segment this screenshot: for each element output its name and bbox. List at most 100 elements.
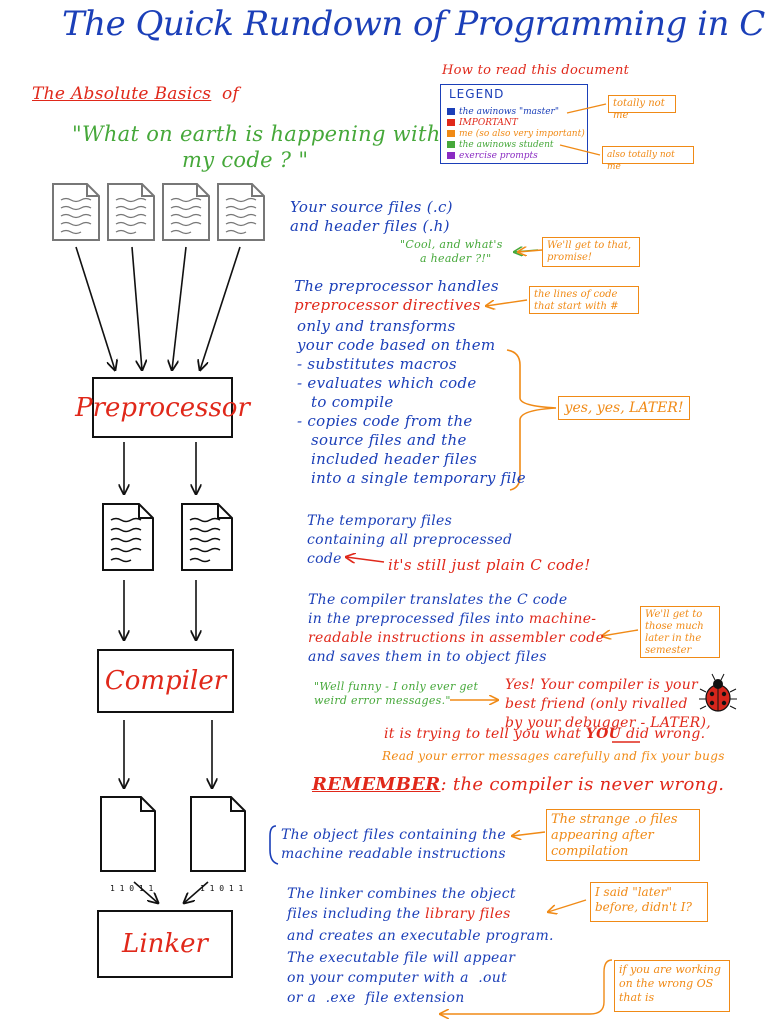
legend-row-exercise: exercise prompts bbox=[447, 151, 538, 161]
text-line: - evaluates which code bbox=[297, 374, 477, 392]
note-o-files: The strange .o files appearing after com… bbox=[546, 809, 700, 861]
linker-line1: The linker combines the object bbox=[287, 886, 516, 902]
question-header: "Cool, and what's a header ?!" bbox=[400, 238, 503, 266]
legend-label: the awinows student bbox=[459, 140, 554, 150]
compiler-line2: in the preprocessed files into machine- bbox=[308, 611, 596, 627]
text-line: included header files bbox=[311, 450, 478, 468]
text-part: it is trying to tell you what bbox=[384, 726, 582, 742]
binary-line: 1 1 0 1 1 bbox=[110, 884, 154, 893]
text-line: Your source files (.c) bbox=[290, 198, 453, 216]
text-line: and header files (.h) bbox=[290, 217, 450, 235]
text-line: - copies code from the bbox=[297, 412, 473, 430]
text-line: Yes! Your compiler is your bbox=[505, 677, 699, 693]
linker-line3: and creates an executable program. bbox=[287, 928, 554, 944]
binary-line: 1 1 1 0 0 bbox=[200, 827, 244, 836]
object-file-1-text: 0 1 0 1 1 1 1 1 0 0 0 1 0 0 1 1 0 0 1 1 … bbox=[110, 803, 153, 898]
linker-line4: The executable file will appear bbox=[287, 950, 516, 966]
note-wrong-os: if you are working on the wrong OS that … bbox=[614, 960, 730, 1012]
subtitle-quote-line2: my code ? " bbox=[182, 148, 309, 172]
linker-line2: files including the library files bbox=[287, 906, 511, 922]
remember-line: REMEMBER: the compiler is never wrong. bbox=[312, 774, 724, 795]
text-line: The temporary files bbox=[307, 513, 453, 529]
compiler-label: Compiler bbox=[104, 666, 227, 696]
legend-heading: How to read this document bbox=[442, 63, 630, 78]
text-line: machine readable instructions bbox=[281, 846, 506, 862]
legend-swatch-red bbox=[447, 119, 455, 126]
binary-line: 1 0 0 1 1 bbox=[200, 846, 244, 855]
linker-line5: on your computer with a .out bbox=[287, 970, 507, 986]
text-line: code bbox=[307, 551, 342, 567]
subtitle-basics: The Absolute Basics bbox=[32, 84, 212, 104]
temp-text: The temporary files containing all prepr… bbox=[307, 512, 512, 569]
subtitle-quote-line1: "What on earth is happening with bbox=[72, 122, 441, 146]
legend-title: LEGEND bbox=[449, 87, 505, 101]
note-totally-not-me: totally not me bbox=[608, 95, 676, 121]
legend-row-me: me (so also very important) bbox=[447, 129, 585, 139]
text-line: your code based on them bbox=[297, 336, 496, 354]
preproc-line1: The preprocessor handles bbox=[294, 277, 499, 295]
preprocessor-label: Preprocessor bbox=[75, 392, 250, 423]
text-part: machine- bbox=[528, 611, 597, 627]
text-line: - substitutes macros bbox=[297, 355, 457, 373]
text-part-you: YOU bbox=[585, 726, 622, 742]
binary-line: 1 0 0 1 1 bbox=[110, 865, 154, 874]
compiler-answer: Yes! Your compiler is your best friend (… bbox=[505, 676, 711, 733]
legend-swatch-green bbox=[447, 141, 455, 148]
text-line: source files and the bbox=[311, 431, 467, 449]
temp-remark: it's still just plain C code! bbox=[388, 556, 591, 574]
compiler-line4: and saves them in to object files bbox=[308, 649, 547, 665]
binary-line: 1 1 0 1 1 bbox=[200, 884, 244, 893]
legend-row-important: IMPORTANT bbox=[447, 118, 518, 128]
note-also-totally-not-me: also totally not me bbox=[602, 146, 694, 172]
legend-swatch-blue bbox=[447, 108, 455, 115]
legend-swatch-purple bbox=[447, 152, 455, 159]
linker-line6: or a .exe file extension bbox=[287, 990, 465, 1006]
text-line: The object files containing the bbox=[281, 827, 506, 843]
text-line: only and transforms bbox=[297, 317, 456, 335]
note-said-later: I said "later" before, didn't I? bbox=[590, 882, 708, 922]
binary-line: 0 1 0 1 1 bbox=[110, 808, 154, 817]
text-part: in the preprocessed files into bbox=[308, 611, 525, 627]
note-yes-later: yes, yes, LATER! bbox=[558, 396, 690, 420]
note-lines-of-code: the lines of code that start with # bbox=[529, 286, 639, 314]
compiler-box: Compiler bbox=[97, 649, 234, 713]
legend-box: LEGEND the awinows "master" IMPORTANT me… bbox=[440, 84, 588, 164]
text-part: files including the bbox=[287, 906, 421, 922]
text-line: a header ?!" bbox=[420, 252, 492, 265]
text-line: best friend (only rivalled bbox=[505, 696, 688, 712]
legend-label: me (so also very important) bbox=[459, 129, 585, 139]
legend-label: IMPORTANT bbox=[459, 118, 518, 128]
linker-label: Linker bbox=[122, 929, 208, 959]
legend-row-student: the awinows student bbox=[447, 140, 553, 150]
compiler-line3: readable instructions in assembler code bbox=[308, 630, 605, 646]
text-line: by your debugger - LATER), bbox=[505, 715, 712, 731]
compiler-trying: it is trying to tell you what YOU did wr… bbox=[384, 726, 705, 742]
text-line: weird error messages." bbox=[314, 694, 451, 707]
text-line: "Well funny - I only ever get bbox=[314, 680, 479, 693]
student-remark: "Well funny - I only ever get weird erro… bbox=[314, 680, 478, 708]
remember-word: REMEMBER bbox=[312, 774, 441, 795]
legend-label: exercise prompts bbox=[459, 151, 538, 161]
text-line: containing all preprocessed bbox=[307, 532, 513, 548]
text-line: into a single temporary file bbox=[311, 469, 526, 487]
binary-line: 1 0 0 1 1 bbox=[200, 865, 244, 874]
object-file-2-text: 0 1 0 1 1 1 1 1 0 0 1 0 0 1 1 1 0 0 1 1 … bbox=[200, 803, 243, 898]
preproc-lines: only and transforms your code based on t… bbox=[297, 317, 526, 488]
binary-line: 0 1 0 1 1 bbox=[200, 808, 244, 817]
compiler-read: Read your error messages carefully and f… bbox=[382, 749, 725, 763]
legend-label: the awinows "master" bbox=[459, 107, 559, 117]
text-part: did wrong. bbox=[625, 726, 706, 742]
text-line: "Cool, and what's bbox=[400, 238, 503, 251]
text-part: library files bbox=[425, 906, 511, 922]
linker-box: Linker bbox=[97, 910, 233, 978]
note-much-later: We'll get to those much later in the sem… bbox=[640, 606, 720, 658]
page-title: The Quick Rundown of Programming in C bbox=[62, 4, 765, 44]
legend-swatch-orange bbox=[447, 130, 455, 137]
binary-line: 1 1 1 0 0 bbox=[110, 827, 154, 836]
object-text: The object files containing the machine … bbox=[281, 826, 506, 864]
binary-line: 0 1 0 0 1 bbox=[110, 846, 154, 855]
note-get-to-that: We'll get to that, promise! bbox=[542, 237, 640, 267]
legend-row-master: the awinows "master" bbox=[447, 107, 559, 117]
compiler-line1: The compiler translates the C code bbox=[308, 592, 568, 608]
text-line: to compile bbox=[311, 393, 394, 411]
